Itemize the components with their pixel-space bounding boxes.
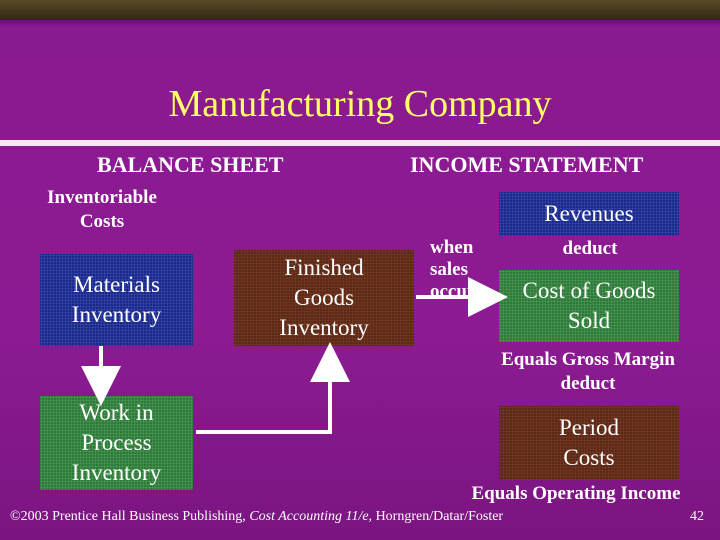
footer-authors: Horngren/Datar/Foster <box>372 509 503 524</box>
footer-citation: ©2003 Prentice Hall Business Publishing,… <box>10 509 503 525</box>
footer-copyright: ©2003 Prentice Hall Business Publishing, <box>10 509 249 524</box>
footer-book-title: Cost Accounting 11/e, <box>249 509 372 524</box>
wip-to-finished-goods-arrow <box>196 362 330 432</box>
page-number: 42 <box>690 509 704 525</box>
